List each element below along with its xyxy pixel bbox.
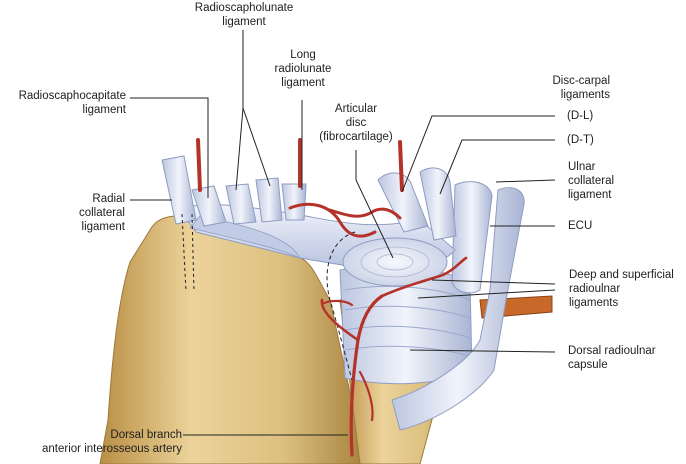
label-dorsal-capsule: Dorsal radioulnar capsule (568, 344, 656, 372)
label-long-radiolunate: Long radiolunate ligament (262, 48, 344, 90)
label-ecu: ECU (568, 219, 592, 233)
label-disc-carpal-dl: (D-L) (567, 109, 593, 123)
label-disc-carpal-dt: (D-T) (567, 133, 594, 147)
label-articular-disc: Articular disc (fibrocartilage) (306, 102, 406, 144)
label-dorsal-branch: Dorsal branch anterior interosseous arte… (0, 428, 182, 456)
label-ulnar-collateral: Ulnar collateral ligament (568, 160, 614, 202)
label-radioscaphocapitate: Radioscaphocapitate ligament (0, 89, 126, 117)
label-disc-carpal: Disc-carpal ligaments (520, 74, 610, 102)
label-radial-collateral: Radial collateral ligament (40, 192, 125, 234)
label-radioulnar-ligaments: Deep and superficial radioulnar ligament… (569, 268, 674, 310)
ulnar-collateral-band (452, 182, 492, 293)
label-radioscapholunate: Radioscapholunate ligament (180, 1, 308, 29)
